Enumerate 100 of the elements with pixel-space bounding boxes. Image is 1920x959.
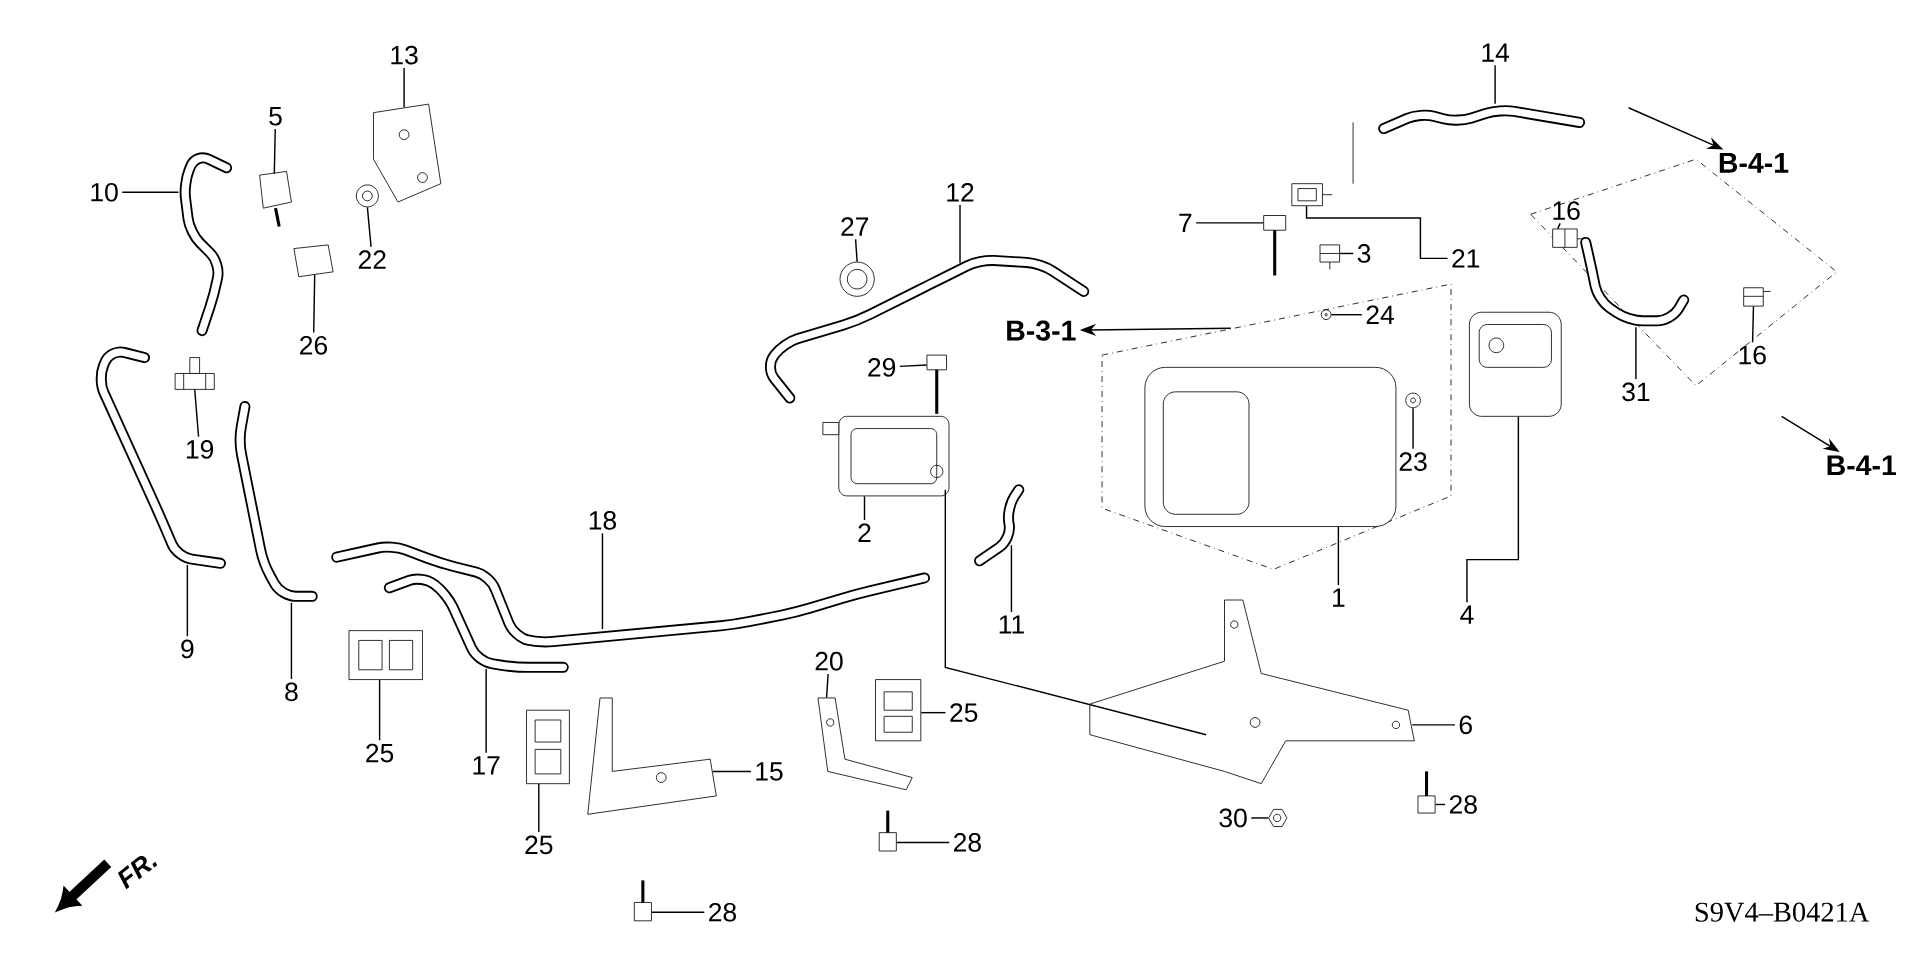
callout-number: 8 [285,682,298,702]
mounting-bracket [817,697,913,791]
t-joint [174,357,215,390]
callout-number: 28 [954,833,981,852]
callout-number: 5 [269,107,282,126]
reference-label: B-4-1 [1827,455,1897,476]
callout-number: 30 [1219,808,1247,828]
connector [1291,183,1333,207]
solenoid-valve [822,416,950,497]
callout-number: 16 [1739,345,1766,365]
mount-block [348,630,423,681]
grommet [355,184,379,208]
leader-line [194,389,200,438]
mounting-line [944,489,1207,736]
mounting-bracket [587,697,717,815]
callout-number: 21 [1452,249,1480,268]
callout-number: 1 [1333,588,1345,607]
callout-number: 26 [300,336,328,355]
leader-line [1466,416,1520,603]
leader-line [854,238,858,263]
callout-number: 2 [858,523,871,542]
callout-number: 11 [999,615,1024,634]
leader-line [920,712,947,714]
washer [1320,309,1332,321]
callout-number: 15 [756,762,783,781]
diagram-code: S9V4–B0421A [1695,902,1870,923]
callout-number: 9 [181,639,194,659]
nut [1268,809,1288,828]
clip [1319,244,1340,270]
callout-number: 3 [1357,244,1371,263]
mount-block [526,709,570,785]
pipe [331,541,930,648]
hose [1378,105,1586,135]
leader-line [121,191,180,194]
leader-line [651,911,705,914]
bolt [1417,771,1436,814]
leader-line [485,668,487,754]
callout-number: 17 [473,756,500,775]
leader-line [896,841,950,844]
leader-line [1339,252,1354,255]
leader-line [378,679,381,742]
hose [974,484,1025,567]
leader-line [1250,817,1269,819]
leader-line [863,495,866,521]
leader-line [1557,222,1561,230]
callout-number: 27 [841,217,869,236]
leader-line [366,206,372,248]
washer [1405,392,1421,409]
callout-number: 25 [366,743,394,763]
leader-line [1305,205,1449,260]
leader-line [712,770,752,773]
mount-block [875,679,922,742]
callout-number: 6 [1459,715,1472,735]
callout-number: 14 [1482,43,1510,62]
leader-line [403,67,405,109]
leader-line [825,673,829,699]
hose [179,152,233,337]
leader-line [538,783,540,833]
leader-line [899,364,928,368]
leader-line [1337,526,1340,586]
pin [1263,215,1287,276]
callout-number: 25 [525,835,553,855]
leader-line [1411,724,1456,726]
callout-number: 13 [391,45,418,65]
leader-line [1010,544,1013,613]
reference-label: B-4-1 [1719,153,1789,173]
leader-line [1330,314,1363,316]
hose [1580,237,1690,327]
callout-number: 4 [1460,605,1474,624]
clip [293,244,334,278]
callout-number: 20 [815,651,843,671]
callout-number: 10 [91,183,118,202]
callout-number: 16 [1553,201,1580,221]
leader-line [1412,407,1414,450]
callout-number: 7 [1179,213,1192,233]
leader-line [959,204,961,264]
callout-number: 24 [1366,305,1394,325]
clip [1743,287,1772,307]
leader-line [1434,803,1446,806]
leader-line [313,274,316,334]
callout-number: 12 [947,183,974,202]
callout-number: 28 [709,903,736,922]
callout-number: 18 [589,511,616,530]
callout-number: 31 [1622,382,1650,402]
hose [234,401,318,602]
callout-number: 28 [1449,795,1477,814]
filter-box [1469,311,1562,417]
leader-line [290,602,293,680]
leader-line [273,128,276,175]
leader-line [601,532,604,630]
canister [1144,367,1397,528]
leader-line [1751,305,1755,344]
callout-number: 23 [1399,452,1427,472]
leader-line [186,564,189,637]
bolt [633,880,652,922]
bolt [926,354,947,414]
bracket-plate [373,103,442,203]
leader-line [1494,64,1496,105]
hose [95,346,226,569]
hose [764,255,1090,404]
